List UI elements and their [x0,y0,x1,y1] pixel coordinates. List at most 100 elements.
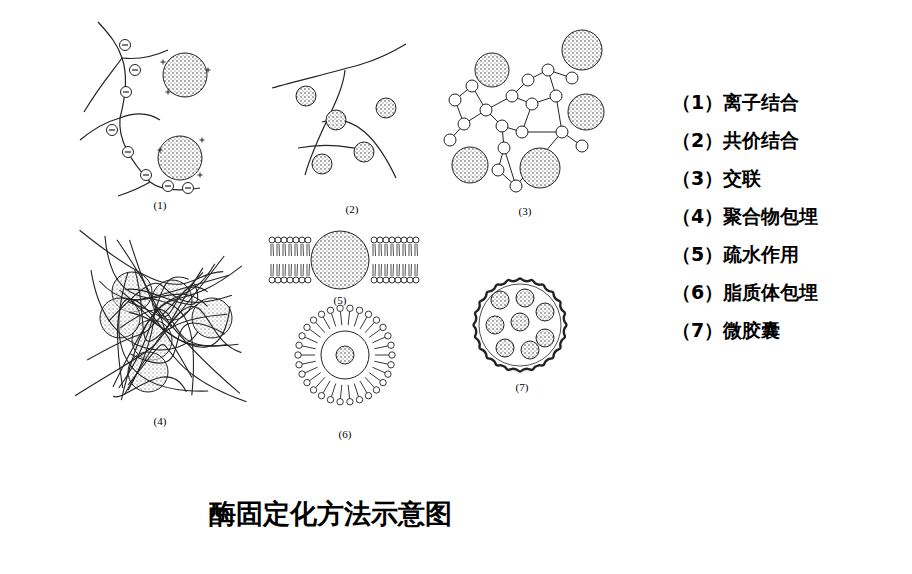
enzyme-circle [511,313,529,331]
polymer-strand [128,302,200,328]
lipid-tail [302,346,316,349]
lipid-head [377,237,383,243]
lipid-head [371,237,377,243]
lipid-tail [360,317,367,329]
chain-line [84,22,122,112]
lipid-head [365,393,371,399]
lipid-head [413,237,419,243]
lipid-head [385,333,391,339]
lipid-head [373,387,379,393]
lipid-tail [379,244,382,256]
lipid-head [304,379,310,385]
polymer-strand [117,240,227,331]
entrapment-figure [75,230,247,401]
figure-number: (6) [339,428,352,440]
figure-number: (5) [334,294,347,306]
linker-circle [449,94,461,106]
lipid-tail [373,244,376,256]
lipid-head [305,277,311,283]
enzyme-circle [336,346,354,364]
enzyme-circle [486,316,504,334]
lipid-head [388,362,394,368]
lipid-head [296,342,302,348]
lipid-head [407,277,413,283]
lipid-head [395,277,401,283]
plus-sign [166,90,171,95]
lipid-tail [403,244,406,256]
enzyme-circle [311,231,369,289]
lipid-tail [295,264,298,276]
lipid-head [383,277,389,283]
enzyme-circle [326,110,346,130]
lipid-tail [375,355,389,356]
polymer-strand [124,306,241,394]
lipid-tail [409,244,412,256]
lipid-head [275,237,281,243]
plus-sign [198,173,203,178]
lipid-tail [277,264,280,276]
lipid-tail [301,244,304,256]
lipid-tail [373,264,376,276]
plus-sign [206,68,211,73]
chain-line [272,44,406,88]
minus-sign [122,44,128,45]
lipid-tail [365,322,374,332]
lipid-tail [340,385,341,399]
lipid-head [287,277,293,283]
lipid-head [388,342,394,348]
lipid-tail [301,355,315,356]
linker-circle [576,140,588,152]
enzyme-circle [452,147,488,183]
chain-line [122,50,168,59]
lipid-head [269,277,275,283]
polymer-strand [113,266,242,387]
figure-number: (4) [154,415,167,427]
lipid-head [380,379,386,385]
linker-circle [526,98,538,110]
lipid-tail [415,244,418,256]
polymer-strand [80,230,224,284]
method-name: （5）疏水作用 [672,242,799,268]
lipid-head [356,396,362,402]
minus-sign [185,187,191,188]
linker-circle [510,180,522,192]
lipid-tail [369,373,380,381]
enzyme-circle [491,291,509,309]
lipid-tail [305,337,318,343]
polymer-strand [129,312,238,346]
covalent-binding-figure [272,44,406,178]
lipid-tail [379,264,382,276]
polymer-strand [121,264,215,401]
lipid-head [310,317,316,323]
enzyme-circle [516,289,534,307]
lipid-tail [403,264,406,276]
lipid-head [356,307,362,313]
inner-core [321,331,369,379]
linker-circle [506,90,518,102]
polymer-strand [128,345,247,402]
linker-circle [458,118,470,130]
lipid-tail [397,264,400,276]
lipid-tail [348,385,349,399]
lipid-tail [316,322,325,332]
lipid-tail [348,311,349,325]
charge-circle [141,170,152,181]
linker-circle [516,126,528,138]
lipid-head [296,362,302,368]
lipid-head [293,277,299,283]
linker-circle [522,74,534,86]
lipid-head [389,277,395,283]
minus-sign [123,91,129,92]
lipid-tail [385,264,388,276]
lipid-head [407,237,413,243]
lipid-head [347,399,353,405]
lipid-head [373,317,379,323]
lipid-tail [372,337,385,343]
lipid-tail [309,373,320,381]
figure-number: (3) [519,205,532,217]
lipid-head [281,237,287,243]
method-name: （2）共价结合 [672,128,799,154]
lipid-tail [385,244,388,256]
enzyme-circle [536,303,554,321]
